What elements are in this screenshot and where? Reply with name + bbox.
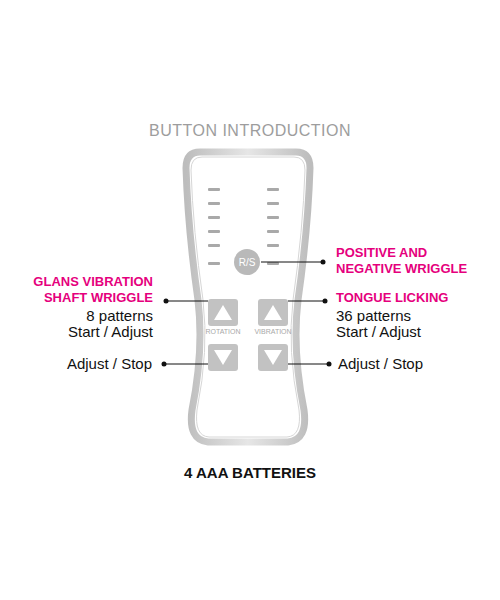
pattern-count: 8 patterns (3, 307, 153, 325)
button-action: Start / Adjust (3, 323, 153, 341)
function-heading: TONGUE LICKING (336, 290, 494, 306)
diagram-title: BUTTON INTRODUCTION (0, 121, 500, 140)
leader-lines (164, 262, 329, 364)
button-action: Start / Adjust (336, 323, 494, 341)
button-name: ROTATION (199, 328, 247, 336)
round-button: R/S (234, 249, 260, 275)
button-name: VIBRATION (249, 328, 297, 336)
function-heading: GLANS VIBRATION SHAFT WRIGGLE (3, 274, 153, 305)
button-action: Adjust / Stop (2, 355, 152, 373)
remote-outline (186, 152, 310, 442)
function-heading: POSITIVE AND NEGATIVE WRIGGLE (336, 245, 494, 276)
pattern-count: 36 patterns (336, 307, 494, 325)
leader-dots (162, 260, 332, 367)
button-action: Adjust / Stop (338, 355, 494, 373)
button-label: R/S (239, 257, 256, 268)
diagram-caption: 4 AAA BATTERIES (0, 464, 500, 482)
remote-inner-edge (191, 157, 305, 437)
